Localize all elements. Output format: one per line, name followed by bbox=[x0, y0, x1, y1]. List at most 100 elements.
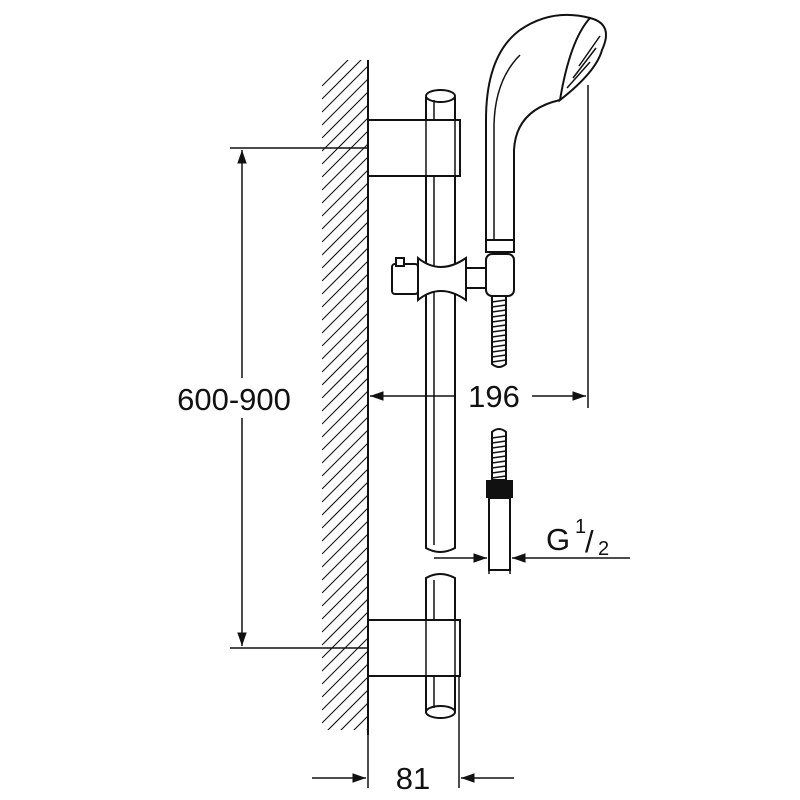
hose-ring bbox=[491, 299, 507, 303]
dimension-bracket-spacing: 600-900 bbox=[177, 147, 368, 649]
hose-ring bbox=[491, 334, 507, 338]
hose-ring bbox=[491, 329, 507, 333]
hatch-line bbox=[322, 325, 368, 373]
rail-top-cap bbox=[425, 89, 456, 103]
hose-ring bbox=[491, 314, 507, 318]
dimension-handshower-projection: 196 bbox=[370, 85, 589, 414]
hatch-line bbox=[353, 715, 368, 730]
hose-ring bbox=[491, 349, 507, 353]
thread-label-denominator: 2 bbox=[598, 538, 609, 560]
shower-hose-lower bbox=[486, 428, 513, 571]
hatch-line bbox=[322, 104, 368, 152]
hatch-line bbox=[322, 637, 368, 685]
hatch-line bbox=[322, 221, 368, 269]
hatch-line bbox=[322, 377, 368, 425]
hose-ring bbox=[491, 359, 507, 363]
hatch-line bbox=[322, 364, 368, 412]
hatch-line bbox=[340, 702, 368, 730]
handshower-projection-label: 196 bbox=[468, 379, 520, 414]
thread-label-slash: / bbox=[585, 524, 594, 559]
hatch-line bbox=[322, 60, 362, 100]
hose-ring bbox=[491, 354, 507, 358]
hatch-line bbox=[322, 611, 368, 659]
hatch-line bbox=[322, 91, 368, 139]
hatch-line bbox=[322, 520, 368, 568]
hose-ring bbox=[491, 460, 507, 464]
upper-bracket-body bbox=[367, 119, 461, 177]
hatch-line bbox=[322, 338, 368, 386]
upper-wall-bracket bbox=[367, 119, 461, 177]
hatch-line bbox=[322, 533, 368, 581]
hatch-line bbox=[322, 143, 368, 191]
hatch-line bbox=[322, 742, 368, 788]
hand-shower bbox=[485, 13, 607, 253]
hatch-line bbox=[322, 247, 368, 295]
hose-ring bbox=[491, 339, 507, 343]
thread-label-g: G bbox=[546, 522, 570, 557]
wall bbox=[322, 60, 369, 800]
hatch-line bbox=[322, 507, 368, 555]
hatch-line bbox=[322, 585, 368, 633]
spray-face bbox=[558, 16, 607, 103]
dimension-connection-thread: G 1 / 2 bbox=[434, 516, 630, 574]
hatch-line bbox=[327, 689, 368, 730]
hatch-line bbox=[322, 468, 368, 516]
hatch-line bbox=[322, 208, 368, 256]
hatch-line bbox=[322, 768, 368, 800]
wall-projection-label: 81 bbox=[396, 761, 430, 796]
bracket-spacing-label: 600-900 bbox=[177, 382, 291, 417]
hatch-line bbox=[322, 390, 368, 438]
hatch-line bbox=[322, 351, 368, 399]
hatch-line bbox=[322, 546, 368, 594]
handshower-contour bbox=[493, 54, 521, 240]
wall-hatching bbox=[322, 60, 368, 800]
hose-ring bbox=[491, 304, 507, 308]
hatch-line bbox=[322, 572, 368, 620]
hatch-line bbox=[322, 234, 368, 282]
hose-ring bbox=[491, 435, 507, 439]
hose-ring bbox=[491, 470, 507, 474]
hose-ring bbox=[491, 309, 507, 313]
lower-bracket-body bbox=[367, 619, 461, 677]
hatch-line bbox=[322, 559, 368, 607]
shower-rail bbox=[425, 89, 456, 719]
hatch-line bbox=[322, 676, 368, 724]
hose-ring bbox=[491, 344, 507, 348]
hatch-line bbox=[322, 286, 368, 334]
hatch-line bbox=[322, 455, 368, 503]
hatch-line bbox=[322, 416, 368, 464]
rail-bottom-cap bbox=[425, 705, 456, 719]
hose-ring bbox=[491, 324, 507, 328]
hatch-line bbox=[322, 60, 349, 87]
hatch-line bbox=[322, 442, 368, 490]
hatch-line bbox=[322, 299, 368, 347]
hatch-line bbox=[322, 312, 368, 360]
hose-ring bbox=[491, 475, 507, 479]
hatch-line bbox=[322, 429, 368, 477]
hatch-line bbox=[322, 494, 368, 542]
hose-rings-upper bbox=[491, 299, 507, 363]
slider-knob-tip bbox=[395, 257, 405, 267]
hatch-line bbox=[322, 182, 368, 230]
hatch-line bbox=[322, 65, 368, 113]
hose-ring bbox=[491, 440, 507, 444]
hatch-line bbox=[322, 130, 368, 178]
holder-arm bbox=[465, 267, 489, 289]
hatch-line bbox=[322, 650, 368, 698]
slider-knob bbox=[391, 263, 419, 295]
lower-wall-bracket bbox=[367, 619, 461, 677]
hatch-line bbox=[322, 598, 368, 646]
hose-ring bbox=[491, 445, 507, 449]
hatch-line bbox=[322, 156, 368, 204]
spray-line-1 bbox=[566, 61, 591, 89]
hatch-line bbox=[366, 728, 368, 730]
thread-label-numerator: 1 bbox=[575, 516, 586, 538]
hatch-line bbox=[322, 117, 368, 165]
hose-ring bbox=[491, 450, 507, 454]
hatch-line bbox=[322, 403, 368, 451]
hose-ring bbox=[491, 319, 507, 323]
hose-connector-tail bbox=[488, 497, 511, 571]
spray-line-2 bbox=[572, 47, 597, 79]
sliding-holder bbox=[391, 253, 515, 303]
